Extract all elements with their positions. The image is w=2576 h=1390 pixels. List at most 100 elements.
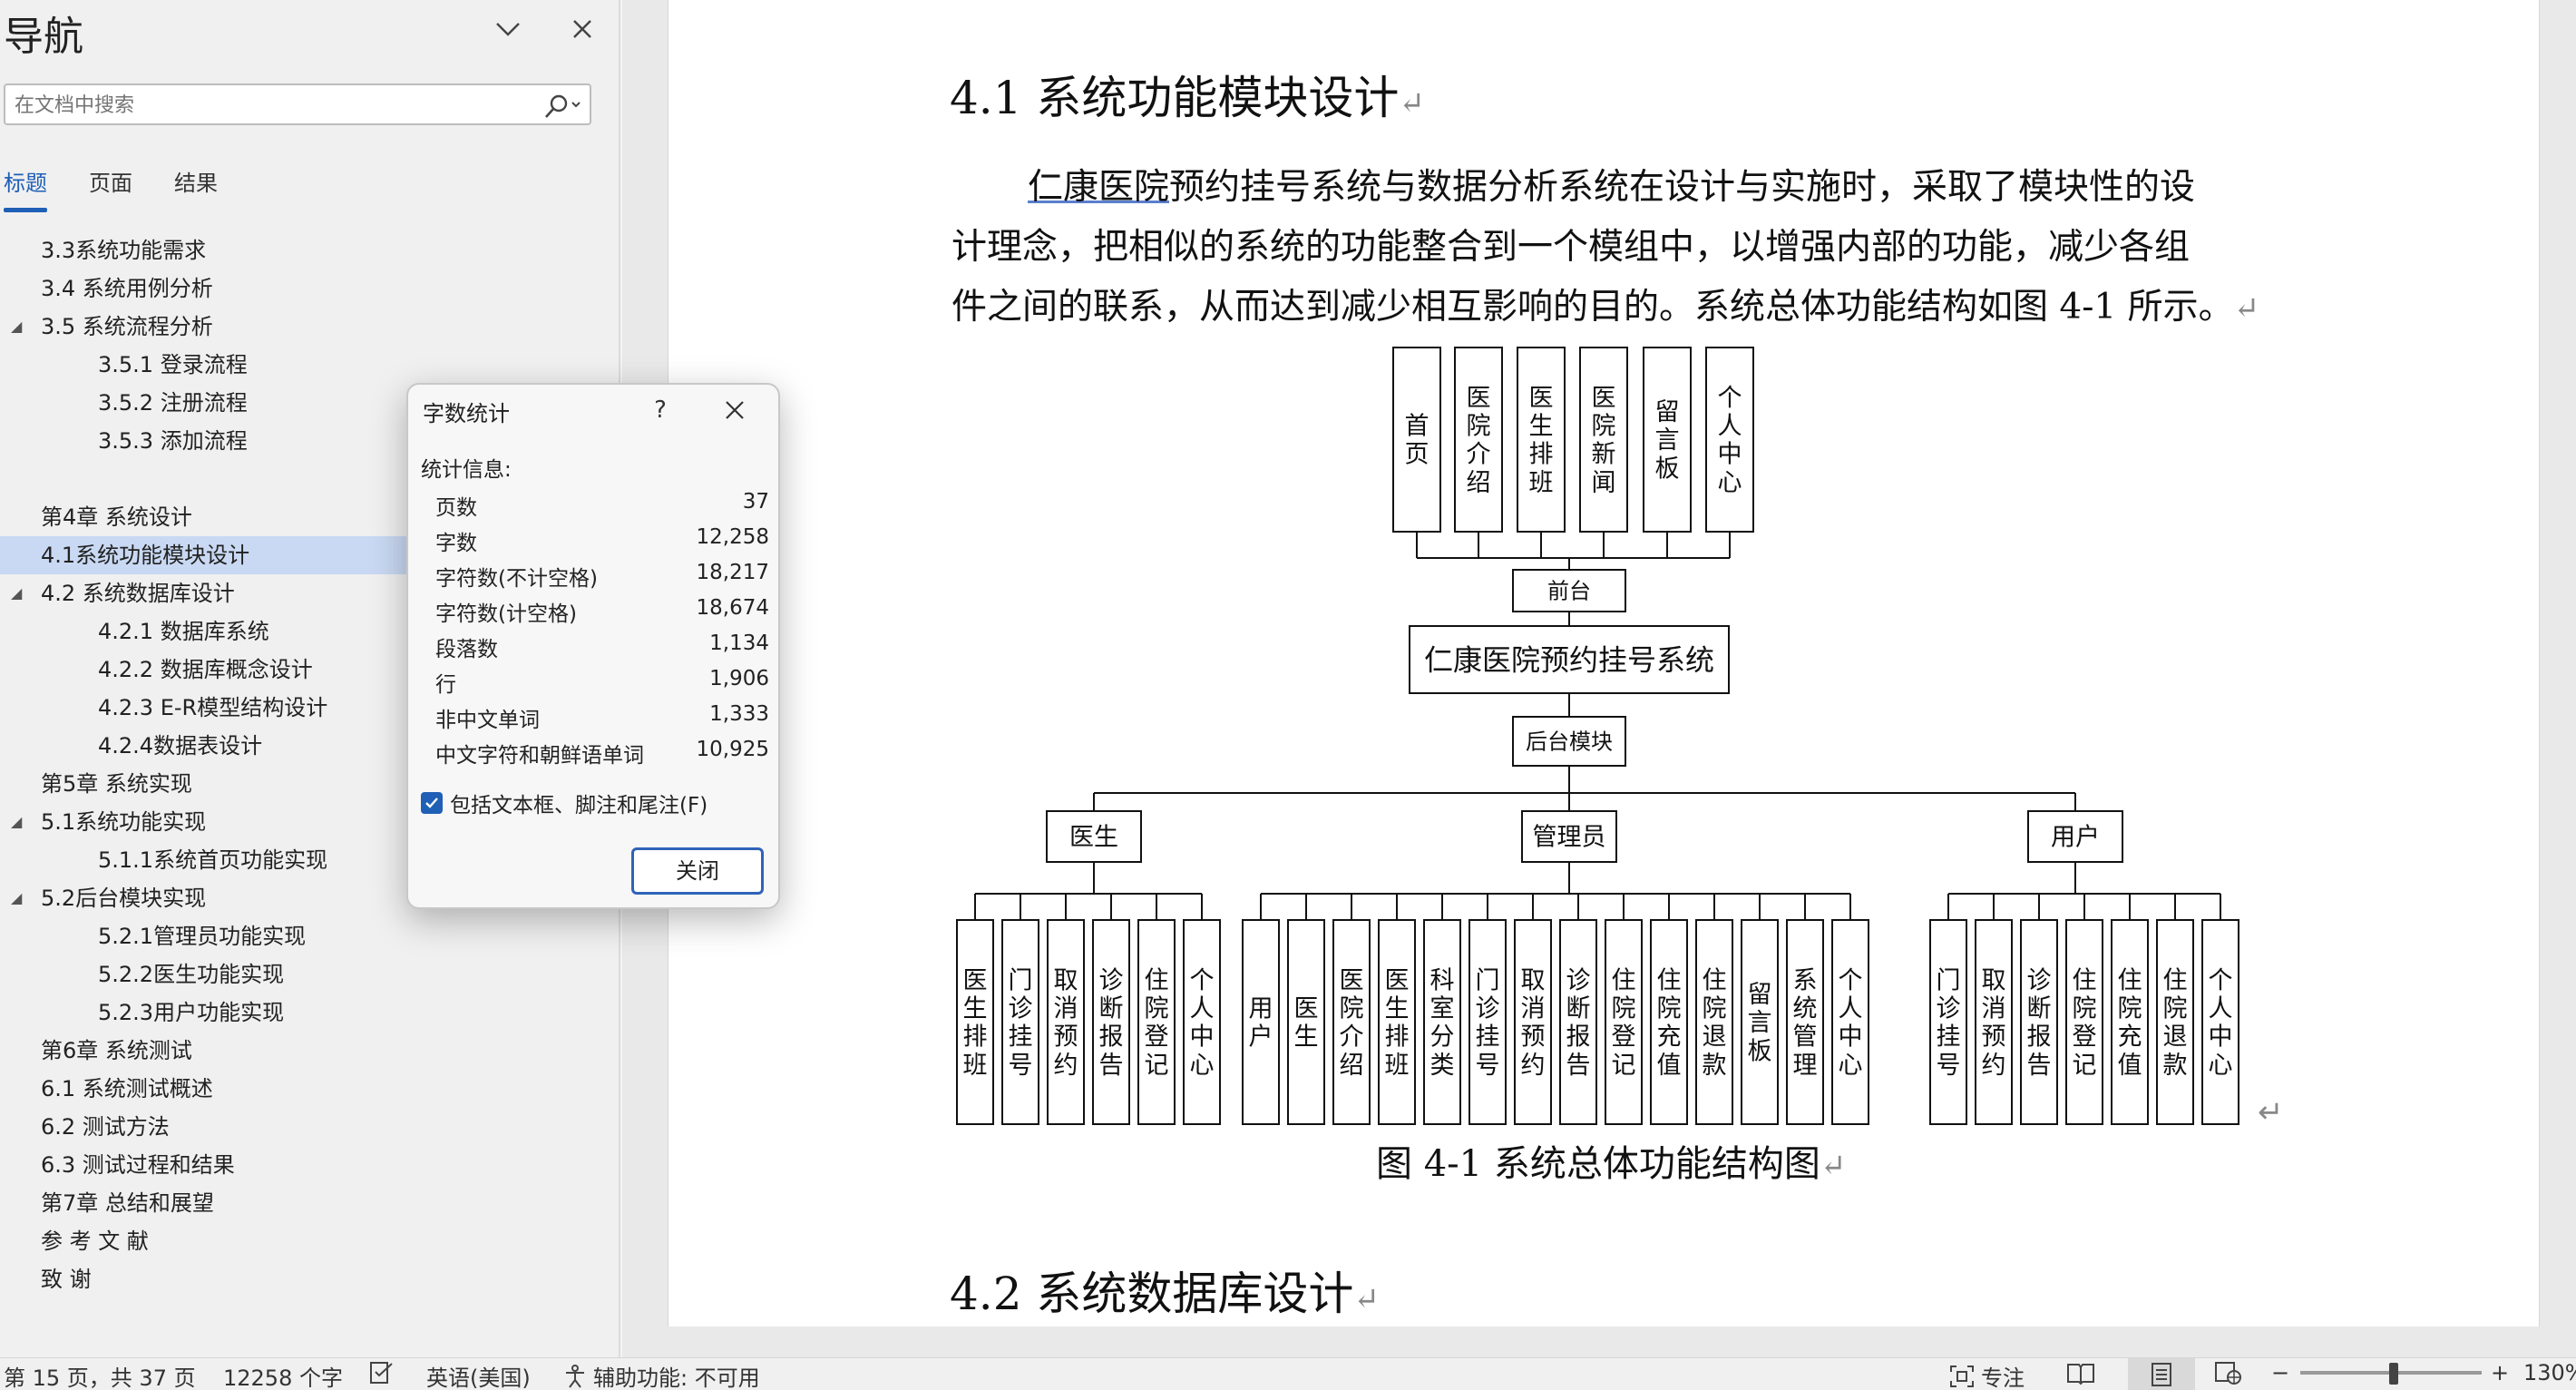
module-label: 首 (1405, 413, 1429, 441)
body-line-3[interactable]: 件之间的联系，从而达到减少相互影响的目的。系统总体功能结构如图 4-1 所示。↵ (951, 287, 2260, 328)
include-textboxes-option[interactable]: 包括文本框、脚注和尾注(F) (421, 788, 707, 818)
doctor-box (1046, 810, 1142, 863)
heading-4-1[interactable]: 4.1 系统功能模块设计↵ (950, 72, 1425, 124)
module-label: 中 (1839, 1023, 1863, 1052)
search-icon[interactable] (537, 91, 582, 122)
search-box (4, 83, 591, 125)
nav-item[interactable]: 5.1.1系统首页功能实现 (98, 847, 328, 873)
close-icon[interactable] (562, 11, 602, 47)
proofing-icon[interactable] (368, 1360, 395, 1385)
module-label: 生 (963, 995, 988, 1023)
module-box (1183, 919, 1221, 1125)
module-label: 住 (1612, 967, 1636, 995)
chevron-down-icon[interactable] (488, 11, 528, 47)
nav-item[interactable]: 第7章 总结和展望 (41, 1190, 214, 1216)
module-label: 生 (1294, 1023, 1319, 1052)
search-input[interactable] (15, 91, 522, 120)
nav-item[interactable]: 4.2.4数据表设计 (98, 733, 263, 759)
accessibility-status[interactable]: 辅助功能: 不可用 (562, 1360, 760, 1390)
module-box (1643, 347, 1692, 533)
nav-item[interactable]: 第5章 系统实现 (41, 771, 192, 797)
focus-mode[interactable]: 专注 (1948, 1360, 2025, 1390)
word-count[interactable]: 12258 个字 (223, 1366, 343, 1390)
collapse-caret-icon[interactable]: ◢ (11, 584, 23, 602)
collapse-caret-icon[interactable]: ◢ (11, 889, 23, 906)
module-label: 院 (1145, 995, 1169, 1023)
language[interactable]: 英语(美国) (426, 1366, 531, 1390)
nav-item[interactable]: 6.1 系统测试概述 (41, 1076, 213, 1101)
module-box (2201, 919, 2239, 1125)
module-label: 心 (1839, 1052, 1863, 1080)
module-label: 理 (1793, 1052, 1818, 1080)
module-label: 户 (1249, 1023, 1273, 1052)
nav-item[interactable]: ◢5.1系统功能实现 (0, 803, 620, 841)
nav-item[interactable]: 致 谢 (41, 1267, 92, 1292)
nav-item[interactable]: 3.5.2 注册流程 (98, 390, 248, 416)
figure-caption[interactable]: 图 4-1 系统总体功能结构图↵ (1376, 1143, 1847, 1185)
zoom-in-button[interactable]: + (2491, 1360, 2510, 1385)
nav-item[interactable]: ◢3.5 系统流程分析 (0, 308, 620, 346)
nav-item[interactable]: ◢4.2 系统数据库设计 (0, 574, 620, 612)
zoom-level[interactable]: 130% (2523, 1360, 2576, 1385)
nav-item[interactable]: 第6章 系统测试 (41, 1038, 192, 1063)
module-label: 诊 (1566, 967, 1591, 995)
checkbox-checked-icon[interactable] (421, 792, 443, 814)
nav-item[interactable]: 参 考 文 献 (41, 1228, 149, 1254)
module-label: 退 (1703, 1023, 1727, 1052)
module-box (1001, 919, 1039, 1125)
collapse-caret-icon[interactable]: ◢ (11, 813, 23, 830)
module-label: 约 (1054, 1052, 1078, 1080)
module-label: 约 (1982, 1052, 2006, 1080)
nav-item[interactable]: 6.3 测试过程和结果 (41, 1152, 235, 1178)
module-label: 中 (2209, 1023, 2233, 1052)
nav-item[interactable]: 3.5.3 添加流程 (98, 428, 248, 454)
heading-4-2[interactable]: 4.2 系统数据库设计↵ (950, 1268, 1380, 1320)
module-label: 排 (963, 1023, 988, 1052)
web-layout-icon[interactable] (2213, 1360, 2242, 1385)
close-button[interactable]: 关闭 (631, 847, 764, 895)
print-layout-icon[interactable] (2128, 1358, 2195, 1390)
tab-results[interactable]: 结果 (174, 171, 218, 196)
module-label: 院 (1340, 995, 1364, 1023)
nav-item[interactable]: 4.2.3 E-R模型结构设计 (98, 695, 328, 720)
module-label: 院 (1657, 995, 1682, 1023)
nav-item[interactable]: 3.4 系统用例分析 (41, 276, 213, 301)
module-label: 医 (1340, 967, 1364, 995)
module-label: 取 (1521, 967, 1546, 995)
zoom-slider-thumb[interactable] (2389, 1363, 2398, 1385)
module-box (1454, 347, 1503, 533)
module-box (1650, 919, 1688, 1125)
body-line-1[interactable]: 仁康医院预约挂号系统与数据分析系统在设计与实施时，采取了模块性的设 (1028, 167, 2196, 208)
nav-item[interactable]: 第4章 系统设计 (41, 504, 192, 530)
nav-item[interactable]: 3.3系统功能需求 (41, 238, 207, 263)
nav-item[interactable]: 4.2.1 数据库系统 (98, 619, 269, 644)
module-label: 言 (1655, 426, 1680, 455)
module-label: 取 (1982, 967, 2006, 995)
zoom-out-button[interactable]: − (2271, 1360, 2290, 1385)
nav-item[interactable]: 5.2.2医生功能实现 (98, 962, 285, 987)
nav-item[interactable]: 3.5.1 登录流程 (98, 352, 248, 377)
help-button[interactable]: ? (654, 396, 667, 424)
module-label: 排 (1529, 441, 1554, 469)
module-label: 个 (1839, 967, 1863, 995)
collapse-caret-icon[interactable]: ◢ (11, 318, 23, 335)
read-mode-icon[interactable] (2066, 1360, 2095, 1385)
module-label: 住 (1703, 967, 1727, 995)
body-line-2[interactable]: 计理念，把相似的系统的功能整合到一个模组中，以增强内部的功能，减少各组 (951, 227, 2191, 268)
tab-pages[interactable]: 页面 (89, 171, 132, 196)
module-label: 个 (1718, 385, 1742, 413)
nav-item[interactable]: 5.2.3用户功能实现 (98, 1000, 285, 1025)
tab-headings[interactable]: 标题 (4, 165, 47, 212)
module-label: 介 (1467, 441, 1491, 469)
nav-item[interactable]: 5.2.1管理员功能实现 (98, 924, 307, 949)
nav-item[interactable]: 4.2.2 数据库概念设计 (98, 657, 313, 682)
module-box (1137, 919, 1176, 1125)
document-page[interactable]: 4.1 系统功能模块设计↵ 仁康医院预约挂号系统与数据分析系统在设计与实施时，采… (668, 0, 2540, 1326)
dialog-close-icon[interactable] (717, 392, 753, 428)
nav-item[interactable]: 6.2 测试方法 (41, 1114, 170, 1140)
module-label: 心 (1718, 469, 1742, 497)
page-count[interactable]: 第 15 页，共 37 页 (4, 1366, 196, 1390)
nav-item[interactable]: ◢5.2后台模块实现 (0, 879, 620, 917)
